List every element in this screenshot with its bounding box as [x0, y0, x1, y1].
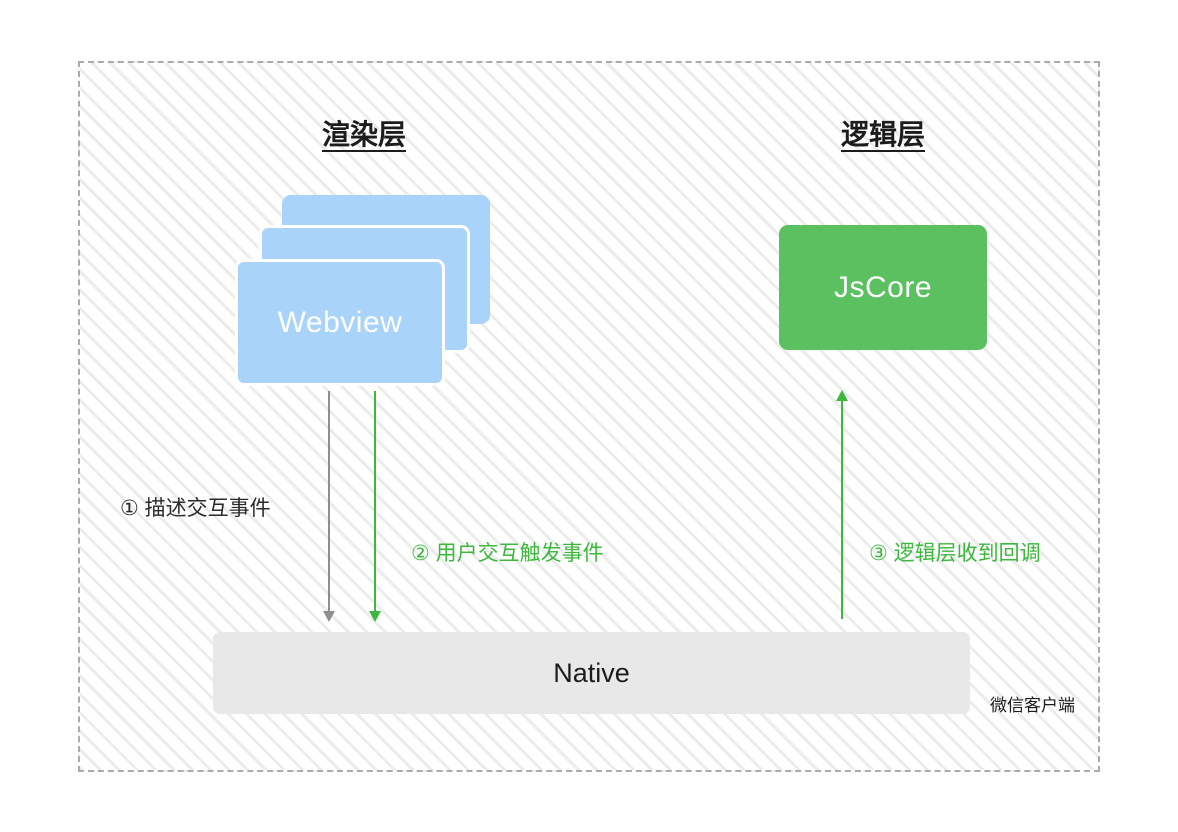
native-bar: Native: [213, 632, 970, 714]
step-3-label: ③ 逻辑层收到回调: [869, 542, 1041, 565]
arrow-native-to-jscore-line: [841, 400, 843, 619]
arrow-webview-to-native-head-icon: [323, 611, 335, 622]
logic-layer-title: 逻辑层: [840, 119, 926, 150]
jscore-label: JsCore: [833, 270, 933, 304]
arrow-user-event-head-icon: [369, 611, 381, 622]
jscore-box: JsCore: [779, 225, 987, 350]
arrow-user-event-line: [374, 391, 376, 612]
native-label: Native: [553, 657, 630, 688]
wechat-client-label: 微信客户端: [990, 696, 1075, 715]
wechat-client-frame: 渲染层 逻辑层 Webview JsCore ① 描述交互事件 ② 用户交互触发…: [78, 61, 1100, 772]
step-1-label: ① 描述交互事件: [120, 497, 271, 520]
webview-card-front: Webview: [235, 259, 445, 386]
webview-label: Webview: [277, 305, 403, 339]
step-2-label: ② 用户交互触发事件: [411, 542, 604, 565]
arrow-webview-to-native-line: [328, 391, 330, 612]
arrow-native-to-jscore-head-icon: [836, 390, 848, 401]
render-layer-title: 渲染层: [321, 119, 407, 150]
